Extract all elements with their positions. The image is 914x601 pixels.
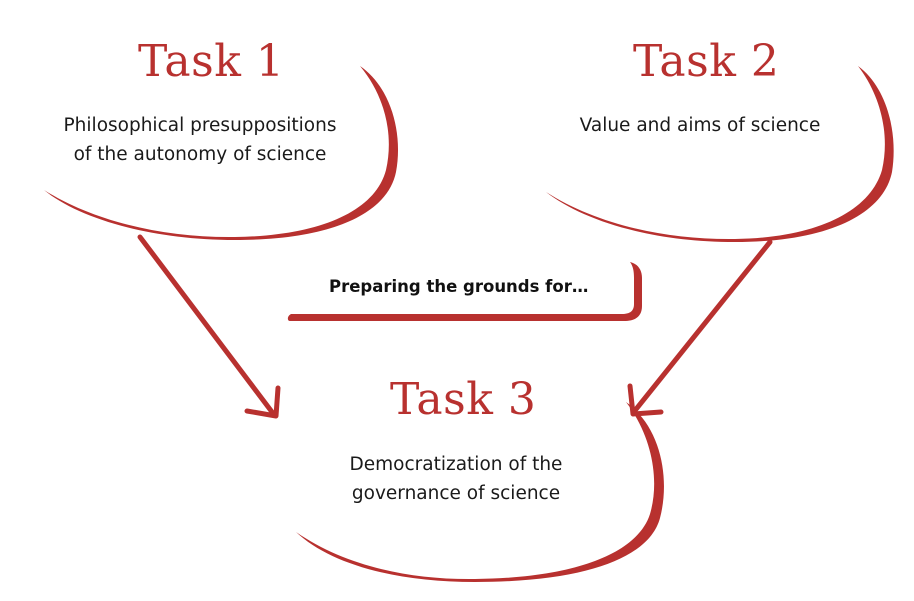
task2-title: Task 2 — [633, 36, 780, 87]
banner-label: Preparing the grounds for… — [329, 277, 589, 296]
task3-description-line: governance of science — [351, 483, 561, 504]
task3-title: Task 3 — [390, 374, 537, 425]
arrow-task1-to-task3-shaft — [137, 234, 275, 415]
task1-title: Task 1 — [138, 36, 285, 87]
task3-description: Democratization of the governance of sci… — [296, 450, 616, 508]
arrow-task2-to-task3-head — [627, 383, 664, 417]
task2-description: Value and aims of science — [540, 111, 860, 140]
task1-description: Philosophical presuppositions of the aut… — [30, 111, 370, 169]
task2-ellipse-swoosh — [546, 66, 894, 242]
arrow-task1-to-task3-head — [244, 385, 281, 419]
task3-description-line: Democratization of the — [349, 454, 563, 475]
task1-description-line: of the autonomy of science — [73, 144, 327, 165]
task1-description-line: Philosophical presuppositions — [63, 115, 337, 136]
arrow-task2-to-task3-shaft — [630, 239, 773, 416]
banner-bracket — [287, 262, 642, 321]
task2-description-line: Value and aims of science — [579, 115, 821, 136]
